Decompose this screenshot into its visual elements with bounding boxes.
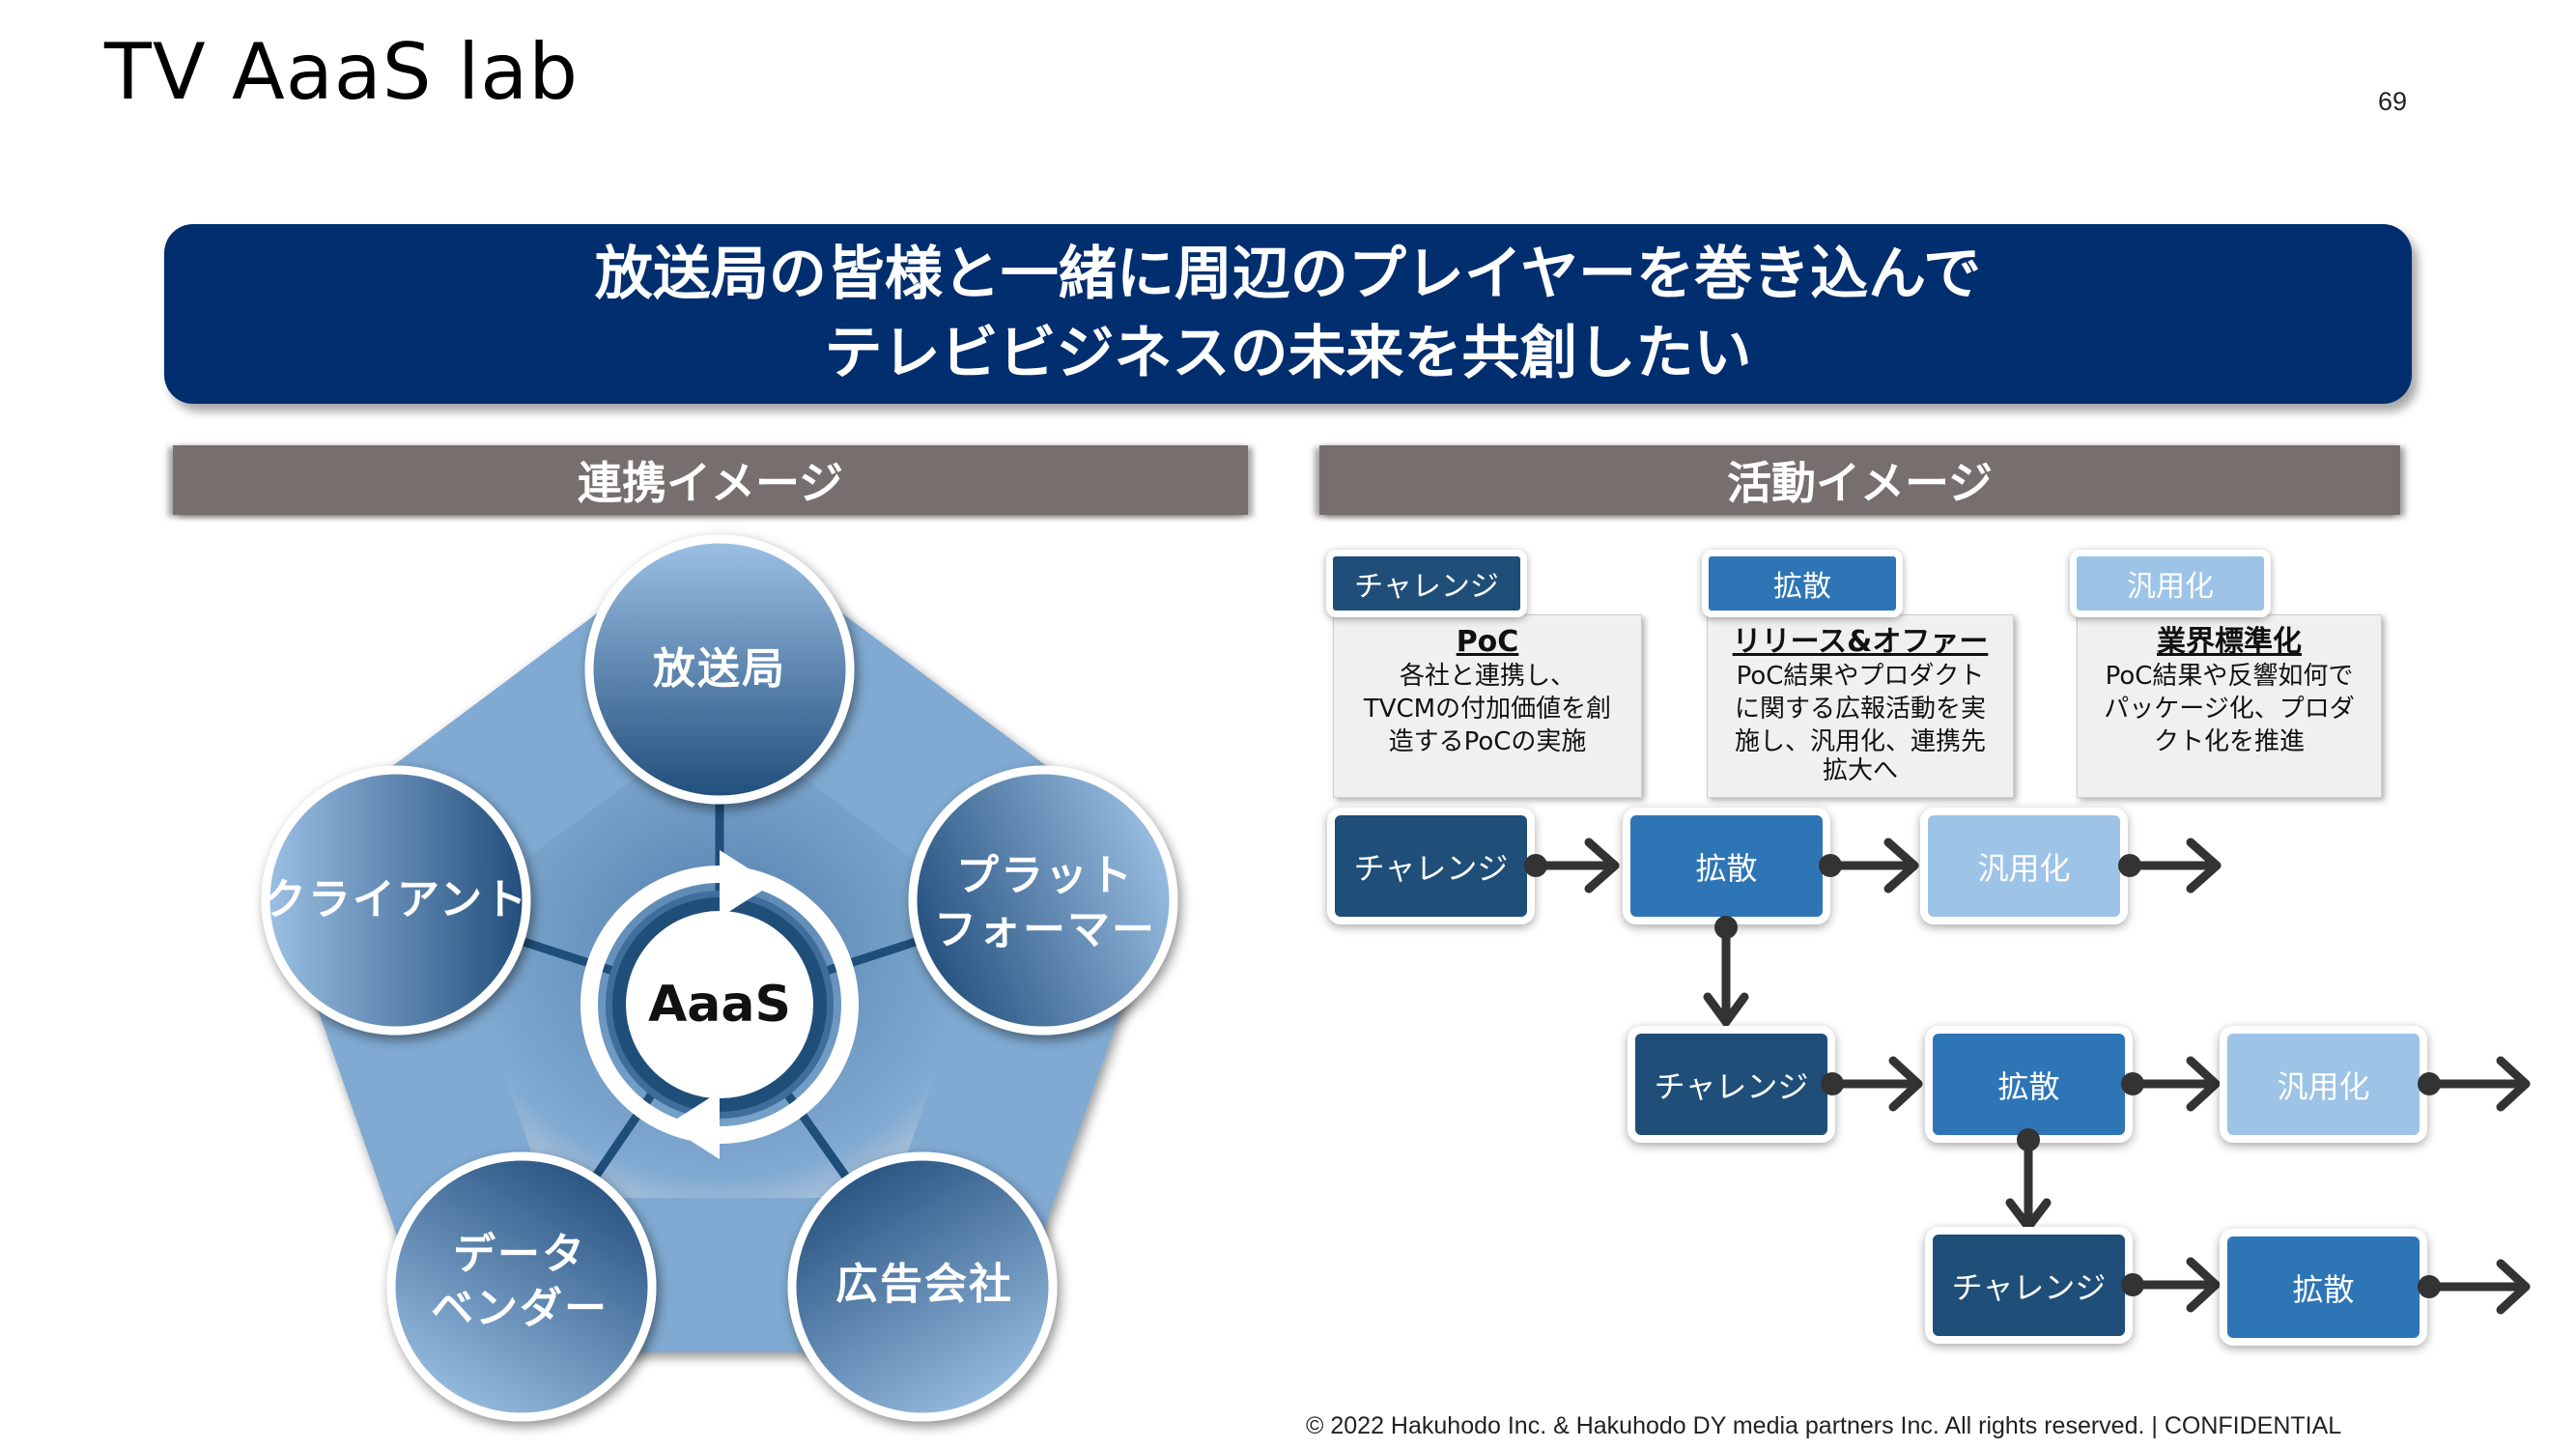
flow-box-label: 拡散	[1997, 1067, 2060, 1105]
section-header-activity-label: 活動イメージ	[1726, 457, 1994, 509]
phase-tab-label: 拡散	[1773, 570, 1831, 604]
flow-box-generalize: 汎用化	[1920, 808, 2128, 924]
headline-banner: 放送局の皆様と一緒に周辺のプレイヤーを巻き込んで テレビビジネスの未来を共創した…	[164, 224, 2412, 404]
phase-heading: 業界標準化	[2157, 625, 2302, 659]
arrow-head-icon	[2005, 1198, 2052, 1232]
banner-line-1: 放送局の皆様と一緒に周辺のプレイヤーを巻き込んで	[594, 241, 1982, 308]
node-platformer-label: プラット フォーマー	[934, 851, 1156, 954]
flow-box-label: チャレンジ	[1353, 849, 1509, 887]
phase-tab-challenge: チャレンジ	[1326, 550, 1527, 617]
phase-body-line: に関する広報活動を実	[1734, 695, 1986, 724]
flow-box-label: 拡散	[2292, 1270, 2355, 1308]
cycle-arrow-bottom-icon	[666, 1092, 720, 1159]
partnership-graphic	[261, 534, 1178, 1422]
banner-line-2: テレビビジネスの未来を共創したい	[824, 320, 1752, 387]
phase-tab-spread: 拡散	[1702, 550, 1903, 617]
phase-description-spread: リリース&オファー PoC結果やプロダクト に関する広報活動を実 施し、汎用化、…	[1707, 614, 2014, 798]
section-header-partnership: 連携イメージ	[173, 445, 1248, 515]
flow-box-label: 汎用化	[1977, 849, 2071, 887]
phase-body-line: PoC結果や反響如何で	[2105, 662, 2354, 691]
flow-box-spread: 拡散	[1623, 808, 1830, 924]
arrow-head-icon	[1883, 838, 1919, 894]
section-header-partnership-label: 連携イメージ	[577, 457, 844, 509]
phase-tab-generalize: 汎用化	[2070, 550, 2271, 617]
arrow-head-icon	[2186, 1056, 2221, 1112]
phase-heading: PoC	[1456, 625, 1519, 659]
phase-heading: リリース&オファー	[1732, 625, 1989, 659]
phase-body-line: クト化を推進	[2153, 727, 2305, 756]
flow-box-spread: 拡散	[1925, 1026, 2133, 1143]
node-broadcaster	[584, 534, 855, 805]
phase-body-line: パッケージ化、プロダ	[2104, 695, 2355, 724]
arrow-head-icon	[2496, 1056, 2531, 1112]
arrow-head-icon	[1584, 838, 1620, 894]
phase-body-line: 造するPoCの実施	[1388, 727, 1587, 756]
phase-body-line: TVCMの付加価値を創	[1363, 695, 1612, 724]
arrow-head-icon	[2186, 1257, 2221, 1313]
footer-copyright: © 2022 Hakuhodo Inc. & Hakuhodo DY media…	[1306, 1412, 2342, 1439]
phase-body-line: 拡大へ	[1822, 756, 1898, 785]
flow-box-label: チャレンジ	[1654, 1067, 1809, 1105]
arrow-head-icon	[2496, 1259, 2531, 1315]
slide-title: TV AaaS lab	[104, 27, 580, 117]
node-data-vendor	[386, 1151, 657, 1422]
flow-box-label: チャレンジ	[1951, 1268, 2107, 1306]
arrow-head-icon	[1703, 992, 1749, 1027]
flow-box-spread: 拡散	[2220, 1229, 2427, 1346]
flow-box-challenge: チャレンジ	[1628, 1026, 1835, 1143]
flow-box-challenge: チャレンジ	[1925, 1227, 2133, 1344]
phase-body-line: 各社と連携し、	[1399, 662, 1575, 691]
node-broadcaster-label: 放送局	[653, 644, 786, 694]
phase-tab-label: チャレンジ	[1354, 570, 1499, 604]
cycle-arrow-top-icon	[720, 850, 773, 918]
phase-description-generalize: 業界標準化 PoC結果や反響如何で パッケージ化、プロダ クト化を推進	[2077, 614, 2382, 798]
node-data-vendor-label: データ ベンダー	[431, 1230, 609, 1333]
section-header-activity: 活動イメージ	[1319, 445, 2400, 515]
arrow-head-icon	[1888, 1056, 1923, 1112]
flow-box-label: 拡散	[1695, 849, 1758, 887]
node-client	[261, 765, 531, 1036]
partnership-diagram: AaaS 放送局 プラット フォーマー 広告会社 データ ベンダー クライアント	[0, 0, 1275, 1449]
node-platformer	[908, 765, 1178, 1036]
node-ad-agency	[787, 1151, 1058, 1422]
flow-box-challenge: チャレンジ	[1327, 808, 1535, 924]
flow-box-generalize: 汎用化	[2220, 1026, 2427, 1143]
node-client-label: クライアント	[263, 875, 529, 924]
phase-tab-label: 汎用化	[2127, 570, 2214, 604]
flow-box-label: 汎用化	[2277, 1067, 2370, 1105]
node-ad-agency-label: 広告会社	[835, 1260, 1013, 1309]
phase-body-line: 施し、汎用化、連携先	[1734, 727, 1986, 756]
phase-description-challenge: PoC 各社と連携し、 TVCMの付加価値を創 造するPoCの実施	[1333, 614, 1642, 798]
arrow-head-icon	[2186, 838, 2222, 894]
center-label: AaaS	[648, 976, 791, 1034]
phase-body-line: PoC結果やプロダクト	[1736, 662, 1985, 691]
page-number: 69	[2378, 87, 2408, 116]
